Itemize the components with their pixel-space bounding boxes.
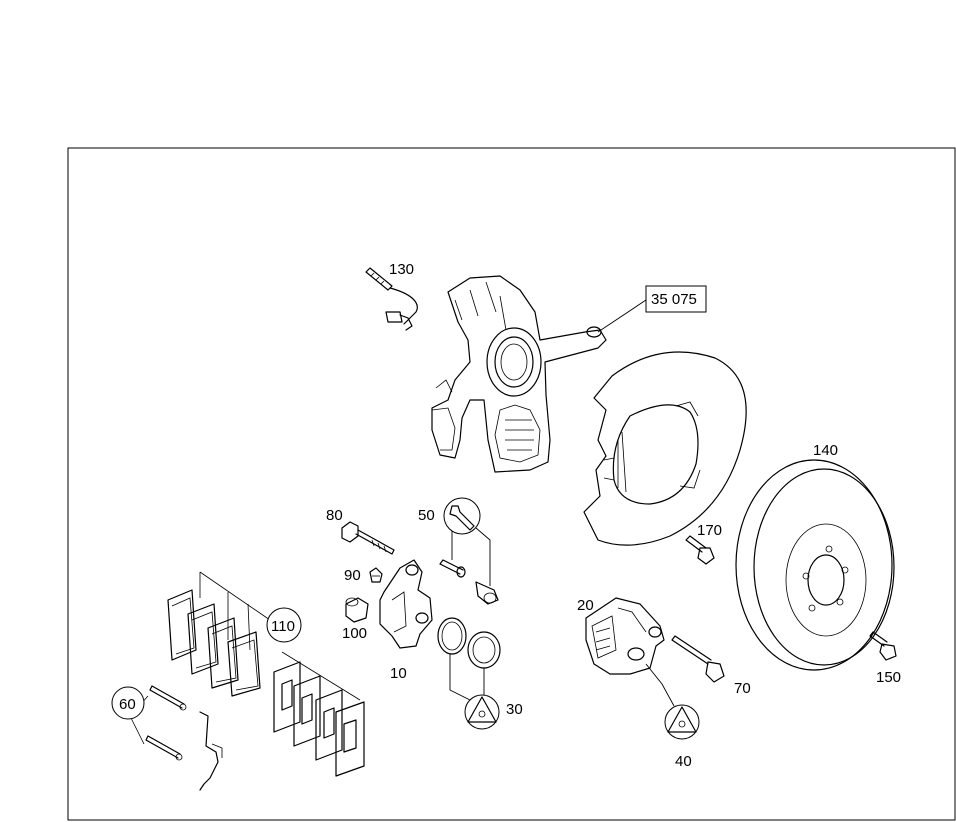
- part-50-guide-pins: [439, 527, 499, 605]
- part-110-brake-pads: [167, 571, 271, 697]
- label-ref-35075: 35 075: [651, 291, 697, 308]
- label-100: 100: [342, 625, 367, 642]
- part-80-bolt: [341, 521, 395, 555]
- ref-leader: [597, 299, 647, 333]
- part-60-retaining-pins: [129, 685, 223, 791]
- triangle-nut-icon: [664, 704, 700, 740]
- part-70-bolt: [671, 635, 725, 683]
- steering-knuckle: [431, 275, 607, 473]
- label-140: 140: [813, 442, 838, 459]
- part-140-brake-disc: [735, 459, 895, 671]
- part-20-brake-caliper: [585, 597, 665, 675]
- part-10-caliper-carrier: [379, 559, 433, 649]
- label-150: 150: [876, 669, 901, 686]
- diagram-frame: [67, 147, 956, 821]
- label-circle-110: [266, 607, 302, 643]
- label-90: 90: [344, 567, 361, 584]
- label-130: 130: [389, 261, 414, 278]
- label-110: 110: [271, 618, 295, 635]
- ref-box: [645, 285, 707, 313]
- brake-backing-plate: [583, 351, 747, 546]
- label-60: 60: [119, 696, 136, 713]
- label-10: 10: [390, 665, 407, 682]
- triangle-nut-icon: [464, 694, 500, 730]
- label-70: 70: [734, 680, 751, 697]
- label-30: 30: [506, 701, 523, 718]
- part-30-seals: [437, 617, 501, 703]
- label-50: 50: [418, 507, 435, 524]
- label-40: 40: [675, 753, 692, 770]
- part-130-wear-sensor: [365, 267, 418, 331]
- label-circle-60: [111, 686, 145, 720]
- part-40-leader: [645, 663, 675, 707]
- part-170-bolt: [685, 535, 715, 565]
- part-100-cap: [345, 597, 369, 623]
- label-80: 80: [326, 507, 343, 524]
- part-90-bleed-screw: [369, 567, 383, 583]
- label-20: 20: [577, 597, 594, 614]
- pad-springs: [273, 651, 365, 777]
- wrench-icon: [443, 497, 481, 535]
- part-150-bolt: [869, 631, 897, 661]
- label-170: 170: [697, 522, 722, 539]
